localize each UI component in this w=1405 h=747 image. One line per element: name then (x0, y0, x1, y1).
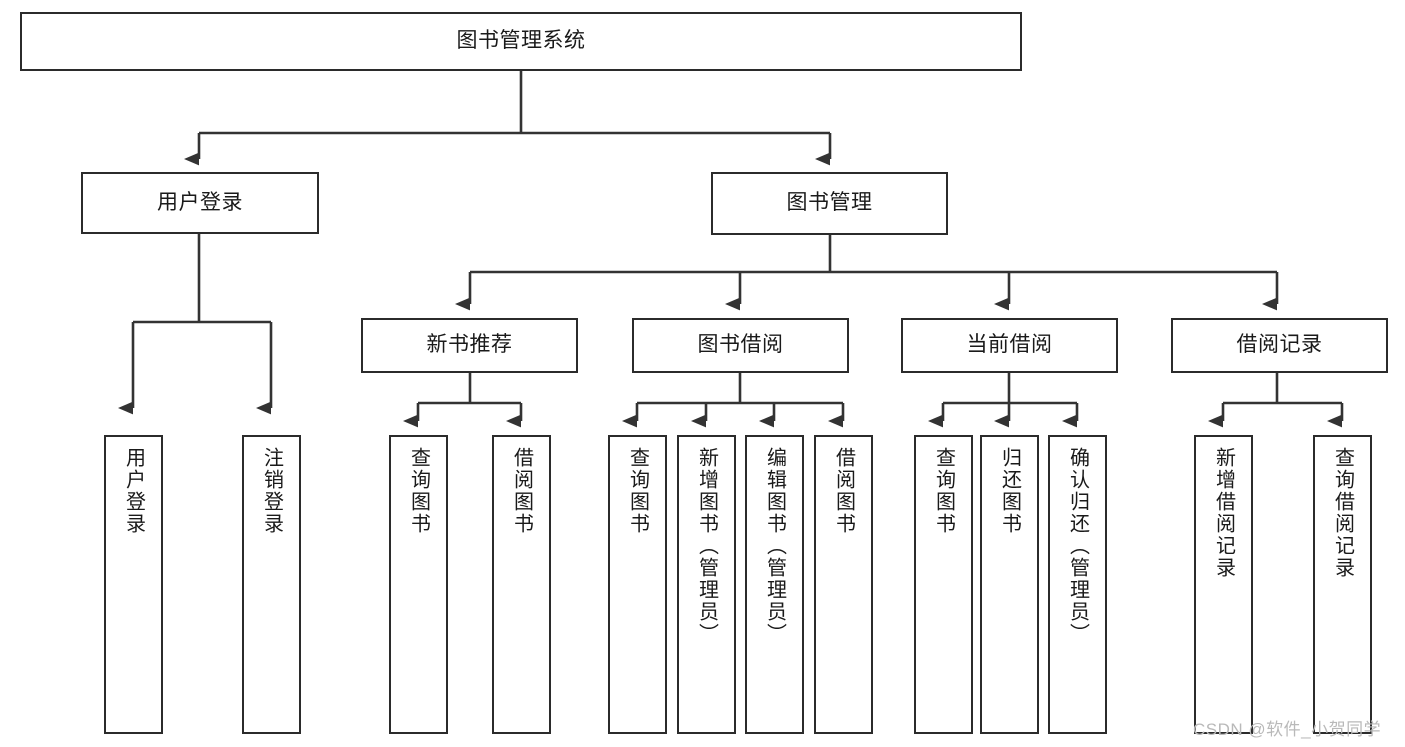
node-label: 编辑图书（管理员） (763, 447, 786, 645)
node-user-login[interactable]: 用户登录 (81, 172, 319, 234)
node-label: 新增借阅记录 (1212, 447, 1235, 579)
node-leaf-edit-book-admin[interactable]: 编辑图书（管理员） (745, 435, 804, 734)
node-label: 用户登录 (157, 190, 243, 214)
node-label: 归还图书 (998, 447, 1021, 535)
node-leaf-borrow-books-new[interactable]: 借阅图书 (492, 435, 551, 734)
node-label: 图书管理系统 (456, 29, 586, 53)
node-current-borrowing[interactable]: 当前借阅 (901, 318, 1118, 373)
node-leaf-return-books[interactable]: 归还图书 (980, 435, 1039, 734)
node-label: 查询借阅记录 (1331, 447, 1354, 579)
node-label: 查询图书 (626, 447, 649, 535)
node-leaf-query-books-current[interactable]: 查询图书 (914, 435, 973, 734)
node-leaf-add-borrow-record[interactable]: 新增借阅记录 (1194, 435, 1253, 734)
node-label: 图书借阅 (697, 333, 784, 357)
node-label: 查询图书 (932, 447, 955, 535)
node-leaf-borrow-books[interactable]: 借阅图书 (814, 435, 873, 734)
node-label: 借阅图书 (832, 447, 855, 535)
node-borrowing-records[interactable]: 借阅记录 (1171, 318, 1388, 373)
node-label: 注销登录 (260, 447, 283, 535)
node-book-management[interactable]: 图书管理 (711, 172, 948, 235)
node-leaf-user-login[interactable]: 用户登录 (104, 435, 163, 734)
node-label: 用户登录 (122, 447, 145, 535)
node-leaf-confirm-return-admin[interactable]: 确认归还（管理员） (1048, 435, 1107, 734)
node-label: 查询图书 (407, 447, 430, 535)
node-label: 借阅记录 (1236, 333, 1323, 357)
node-leaf-query-books-new[interactable]: 查询图书 (389, 435, 448, 734)
node-label: 借阅图书 (510, 447, 533, 535)
node-leaf-add-book-admin[interactable]: 新增图书（管理员） (677, 435, 736, 734)
node-leaf-logout[interactable]: 注销登录 (242, 435, 301, 734)
node-root-book-management-system[interactable]: 图书管理系统 (20, 12, 1022, 71)
node-book-borrowing[interactable]: 图书借阅 (632, 318, 849, 373)
node-leaf-query-borrow-record[interactable]: 查询借阅记录 (1313, 435, 1372, 734)
node-new-book-recommendation[interactable]: 新书推荐 (361, 318, 578, 373)
node-leaf-query-books-borrow[interactable]: 查询图书 (608, 435, 667, 734)
node-label: 确认归还（管理员） (1066, 447, 1089, 645)
node-label: 新增图书（管理员） (695, 447, 718, 645)
node-label: 图书管理 (786, 191, 873, 215)
node-label: 当前借阅 (966, 333, 1053, 357)
node-label: 新书推荐 (426, 333, 513, 357)
csdn-watermark: CSDN @软件_小贺同学 (1193, 720, 1382, 739)
